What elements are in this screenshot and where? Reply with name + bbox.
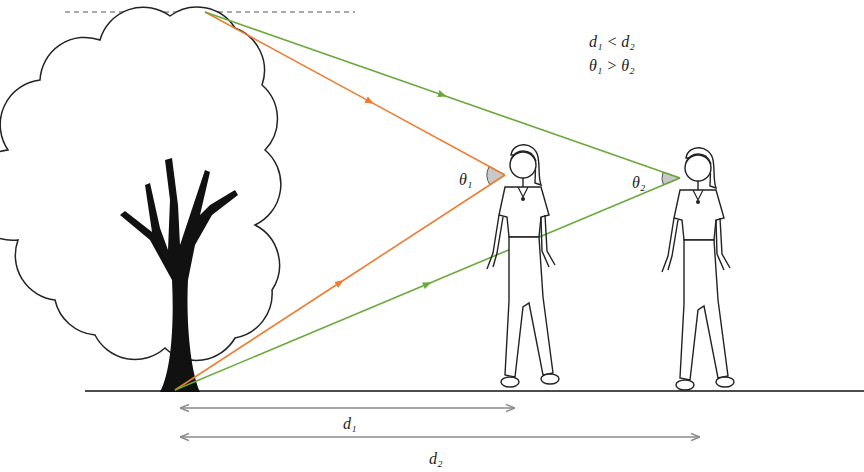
dimension-line (180, 436, 700, 438)
ground-line (85, 390, 864, 392)
angle-label: θ₁ (459, 171, 472, 189)
dimension-line (180, 407, 515, 409)
angle-label: θ₂ (632, 174, 645, 192)
sight-line (175, 175, 505, 390)
person-figure (487, 145, 559, 387)
sight-line (205, 12, 505, 175)
tree-trunk (120, 158, 238, 392)
angle-arc (487, 166, 505, 184)
note-text: d₁ < d₂ (589, 33, 635, 51)
person-figure (662, 148, 734, 390)
dimension-label: d₂ (429, 450, 443, 468)
note-text: θ₁ > θ₂ (589, 57, 635, 75)
dimension-label: d₁ (343, 415, 357, 433)
sight-line (175, 178, 680, 390)
sight-line (205, 12, 680, 178)
tree-foliage (0, 7, 281, 360)
